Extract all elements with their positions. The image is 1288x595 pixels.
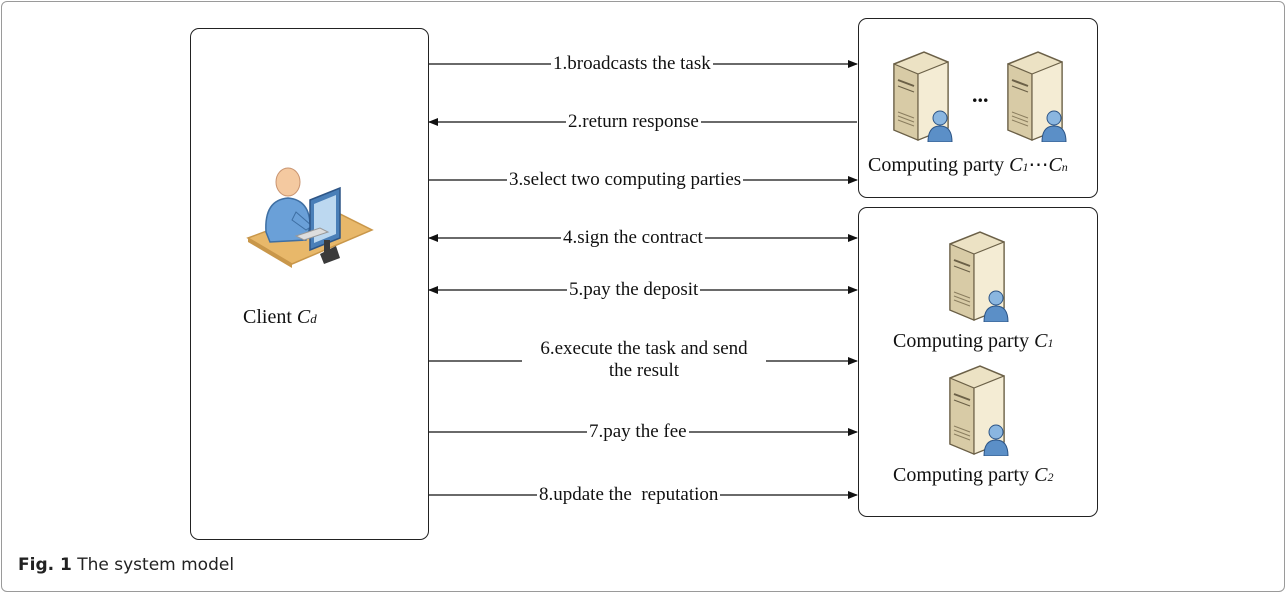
- step-8-label: 8.update the reputation: [537, 484, 721, 506]
- client-label: Client Cd: [243, 306, 317, 330]
- step-3-label: 3.select two computing parties: [507, 169, 744, 191]
- step-4-label: 4.sign the contract: [561, 227, 705, 249]
- step-2-label: 2.return response: [566, 111, 701, 133]
- server-user-icon: [949, 231, 1009, 322]
- caption-text: The system model: [77, 555, 235, 575]
- figure-caption: Fig. 1 The system model: [18, 555, 234, 575]
- caption-prefix: Fig. 1: [18, 555, 72, 575]
- server-user-icon: [949, 365, 1009, 456]
- step-6-label: 6.execute the task and send the result: [522, 338, 766, 382]
- client-box: [190, 28, 429, 540]
- party1-label: Computing party C1: [893, 330, 1054, 352]
- party-ellipsis: ...: [972, 82, 989, 107]
- client-computer-user-icon: [246, 167, 374, 268]
- step-6-label-line1: 6.execute the task and send: [540, 338, 748, 359]
- server-user-icon: [1007, 51, 1067, 142]
- party2-label: Computing party C2: [893, 464, 1054, 486]
- server-user-icon: [893, 51, 953, 142]
- step-5-label: 5.pay the deposit: [567, 279, 701, 301]
- party-group-label: Computing party C1⋯Cn: [868, 154, 1068, 176]
- step-1-label: 1.broadcasts the task: [551, 53, 713, 75]
- step-7-label: 7.pay the fee: [587, 421, 689, 443]
- step-6-label-line2: the result: [608, 360, 680, 381]
